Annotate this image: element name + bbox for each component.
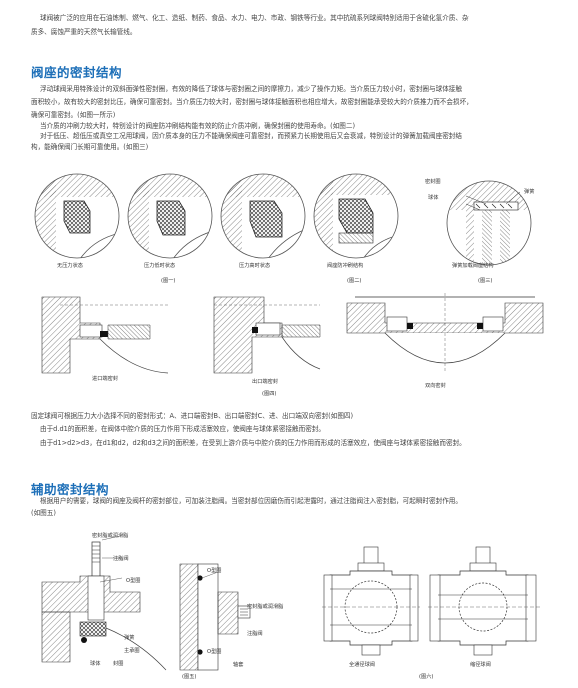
fig3-label-seal: 密封圈 bbox=[425, 179, 441, 185]
fig5-mid-label-stem: 轴套 bbox=[233, 662, 244, 668]
section2-p1-line1: 根据用户的需要，球阀的阀座及阀杆的密封部位，可加装注脂阀。当密封部位因磨伤而引起… bbox=[40, 497, 462, 505]
fig6-caption: (图六) bbox=[419, 674, 434, 680]
circle-label-5: 弹簧加载阀座结构 bbox=[452, 263, 494, 269]
section1-p2-line1: 当介质的冲刷力较大时，特别设计的阀座防冲刷结构能有效的防止介质冲刷，确保封圈的使… bbox=[40, 122, 356, 130]
section1-title: 阀座的密封结构 bbox=[31, 65, 123, 80]
fig6-label-full: 全通径球阀 bbox=[349, 662, 375, 668]
fig5-left-label-valve: 注脂阀 bbox=[113, 556, 129, 562]
section1-p2-line2: 对于低压、超低压或真空工况用球阀，因介质本身的压力不能确保阀座可靠密封，而预紧力… bbox=[40, 132, 462, 140]
intro-line-1: 球阀被广泛的应用在石油炼制、燃气、化工、造纸、制药、食品、水力、电力、市政、钢铁… bbox=[40, 14, 469, 22]
fig4-caption: (图四) bbox=[262, 391, 277, 397]
section1-p1-line1: 浮动球阀采用特殊设计的双斜面弹性密封圈，有效的降低了球体与密封圈之间的摩擦力，减… bbox=[40, 85, 462, 93]
fig3-label-ball: 球体 bbox=[428, 195, 439, 201]
section1-p1-line3: 确保可靠密封。(如图一所示) bbox=[31, 111, 116, 119]
fig5-left-label-ball: 球体 bbox=[90, 661, 101, 667]
circle-label-2: 压力低时状态 bbox=[144, 263, 176, 269]
fig6-label-reduced: 缩径球阀 bbox=[470, 662, 491, 668]
fig5-left-label-grease: 密封脂或润滑脂 bbox=[92, 533, 129, 539]
section1-p3-line3: 由于d1>d2>d3，在d1和d2，d2和d3之间的面积差，在受到上游介质与中腔… bbox=[40, 439, 466, 447]
circle-label-3: 压力高时状态 bbox=[239, 263, 271, 269]
fig2-caption: (图二) bbox=[347, 278, 362, 284]
section1-p1-line2: 面积较小，故有较大的密封比压，确保可靠密封。当介质压力较大时，密封圈与球体接触面… bbox=[31, 98, 473, 106]
fig3-caption: (图三) bbox=[478, 278, 493, 284]
fig3-label-spring: 弹簧 bbox=[524, 189, 535, 195]
fig5-left-label-seal-ring: 封圈 bbox=[113, 661, 124, 667]
fig5-left-label-spring: 弹簧 bbox=[124, 635, 135, 641]
section1-p3-line2: 由于d.d1的面积差，在阀体中腔介质的压力作用下形成活塞效应，使阀座与球体紧密接… bbox=[40, 425, 326, 433]
fig5-mid-label-oring2: O型圈 bbox=[207, 649, 222, 655]
section2-p1-line2: (如图五) bbox=[31, 509, 56, 517]
intro-line-2: 质多、腐蚀严重的天然气长输管线。 bbox=[31, 28, 137, 36]
section1-p3-line1: 固定球阀可根据压力大小选择不同的密封形式：A、进口端密封B、出口端密封C、进、出… bbox=[31, 412, 354, 420]
fig5-mid-label-oring: O型圈 bbox=[207, 568, 222, 574]
fig4-label-outlet: 出口端密封 bbox=[252, 379, 278, 385]
fig4-label-double: 双向密封 bbox=[425, 383, 446, 389]
fig5-mid-label-valve: 注脂阀 bbox=[247, 631, 263, 637]
fig4-label-inlet: 进口端密封 bbox=[92, 376, 118, 382]
circle-label-4: 阀座防冲刷结构 bbox=[327, 263, 364, 269]
section1-p2-line3: 构，能确保阀门长期可靠使用。(如图三) bbox=[31, 143, 149, 151]
fig5-caption: (图五) bbox=[182, 674, 197, 680]
section2-title: 辅助密封结构 bbox=[31, 482, 110, 497]
circle-label-1: 无压力状态 bbox=[57, 263, 83, 269]
fig5-left-label-oring: O型圈 bbox=[126, 578, 141, 584]
fig5-mid-label-grease: 密封脂或润滑脂 bbox=[247, 604, 284, 610]
fig5-left-label-main-seal: 主承圈 bbox=[124, 648, 140, 654]
fig1-caption: (图一) bbox=[161, 278, 176, 284]
